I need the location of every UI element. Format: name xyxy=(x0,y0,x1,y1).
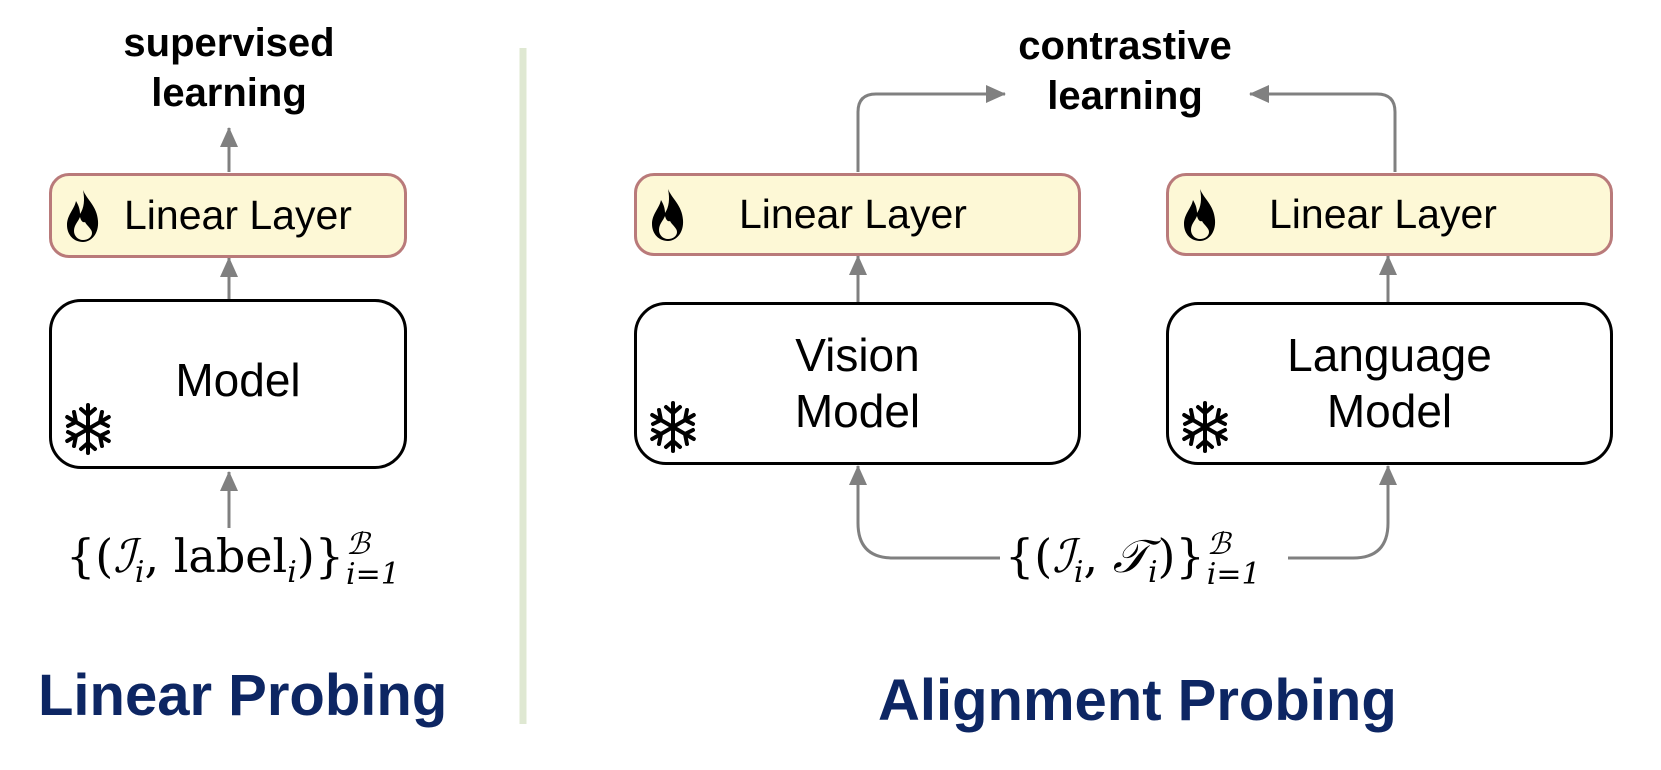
formula-index-2: i xyxy=(287,555,297,591)
flame-icon xyxy=(1184,188,1216,241)
arrow-vision-linear-to-objective xyxy=(856,85,1006,172)
language-model-line-1: Language xyxy=(1287,329,1492,382)
formula-label-word: label xyxy=(173,529,288,583)
objective-line-1: contrastive xyxy=(1018,24,1232,68)
formula-open: {( xyxy=(66,529,114,583)
snowflake-icon xyxy=(65,403,111,455)
vision-model-line-1: Vision xyxy=(795,329,920,382)
model-box: Model xyxy=(49,299,407,469)
vision-linear-layer-box: Linear Layer xyxy=(634,173,1081,256)
arrow-input-to-vision-model xyxy=(849,465,1000,560)
formula-separator: , xyxy=(1083,529,1113,583)
language-linear-layer-label: Linear Layer xyxy=(1269,191,1497,237)
vision-model-box: Vision Model xyxy=(634,302,1081,465)
language-model-box: Language Model xyxy=(1166,302,1613,465)
formula-index-2: i xyxy=(1147,555,1158,591)
linear-probing-title: Linear Probing xyxy=(38,663,448,728)
flame-icon xyxy=(67,189,99,242)
vision-model-label: Vision Model xyxy=(795,328,920,438)
linear-layer-box: Linear Layer xyxy=(49,173,407,258)
flame-icon xyxy=(652,188,684,241)
contrastive-learning-label: contrastive learning xyxy=(990,21,1260,121)
formula-close: )} xyxy=(296,529,345,583)
alignment-probing-title: Alignment Probing xyxy=(878,668,1397,733)
objective-line-2: learning xyxy=(151,71,307,115)
objective-line-1: supervised xyxy=(123,21,335,65)
objective-line-2: learning xyxy=(1047,74,1203,118)
language-model-label: Language Model xyxy=(1287,328,1492,438)
language-linear-layer-box: Linear Layer xyxy=(1166,173,1613,256)
formula-close: )} xyxy=(1157,529,1205,583)
formula-lower-bound: i=1 xyxy=(346,557,400,592)
language-model-line-2: Model xyxy=(1326,384,1453,437)
vision-model-line-2: Model xyxy=(794,384,921,437)
formula-index: i xyxy=(134,555,145,591)
snowflake-icon xyxy=(1182,401,1228,453)
supervised-learning-label: supervised learning xyxy=(94,18,364,118)
arrow-input-to-language-model xyxy=(1288,465,1397,560)
snowflake-icon xyxy=(650,401,696,453)
model-label: Model xyxy=(175,354,301,407)
formula-upper-bound: ℬ xyxy=(1206,527,1231,562)
formula-index: i xyxy=(1073,555,1084,591)
formula-image-symbol: ℐ xyxy=(113,529,135,583)
formula-lower-bound: i=1 xyxy=(1206,557,1261,592)
linear-layer-label: Linear Layer xyxy=(124,192,352,238)
formula-upper-bound: ℬ xyxy=(346,527,370,562)
formula-text-symbol: 𝒯 xyxy=(1112,529,1148,583)
formula-open: {( xyxy=(1005,529,1053,583)
formula-image-symbol: ℐ xyxy=(1052,529,1074,583)
arrow-language-linear-to-objective xyxy=(1249,85,1397,172)
vision-linear-layer-label: Linear Layer xyxy=(739,191,967,237)
formula-separator: , xyxy=(144,529,174,583)
